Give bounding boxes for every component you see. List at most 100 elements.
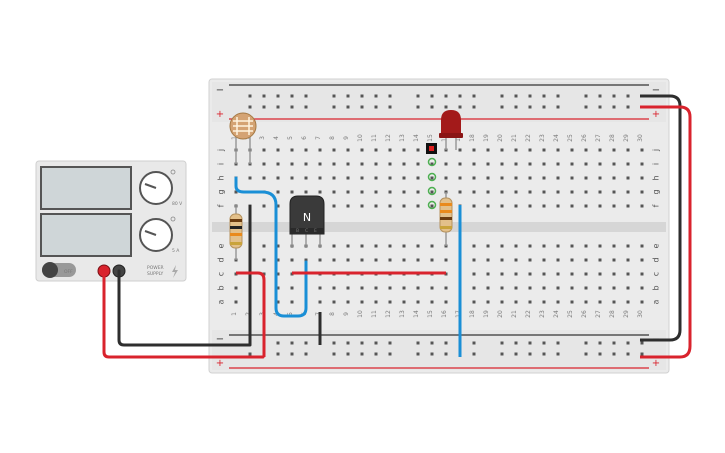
breadboard-hole[interactable] <box>640 176 644 180</box>
breadboard-hole[interactable] <box>556 272 560 276</box>
breadboard-hole[interactable] <box>346 148 350 152</box>
breadboard-hole[interactable] <box>332 190 336 194</box>
breadboard-hole[interactable] <box>542 94 546 98</box>
breadboard-hole[interactable] <box>612 300 616 304</box>
wire-rail-power-bridge[interactable] <box>640 105 692 359</box>
breadboard-hole[interactable] <box>360 352 364 356</box>
breadboard-hole[interactable] <box>556 286 560 290</box>
breadboard-hole[interactable] <box>626 176 630 180</box>
breadboard-hole[interactable] <box>402 300 406 304</box>
wire-ldr-to-base[interactable] <box>234 176 308 318</box>
breadboard-hole[interactable] <box>374 341 378 345</box>
breadboard-hole[interactable] <box>304 176 308 180</box>
breadboard-hole[interactable] <box>486 148 490 152</box>
breadboard-hole[interactable] <box>556 105 560 109</box>
breadboard-hole[interactable] <box>640 190 644 194</box>
breadboard-hole[interactable] <box>318 190 322 194</box>
breadboard-hole[interactable] <box>612 176 616 180</box>
breadboard-hole[interactable] <box>542 204 546 208</box>
breadboard-hole[interactable] <box>472 341 476 345</box>
breadboard-hole[interactable] <box>276 300 280 304</box>
breadboard-hole[interactable] <box>332 352 336 356</box>
breadboard-hole[interactable] <box>626 190 630 194</box>
breadboard-hole[interactable] <box>416 190 420 194</box>
breadboard-hole[interactable] <box>346 190 350 194</box>
breadboard-hole[interactable] <box>276 176 280 180</box>
breadboard-hole[interactable] <box>598 300 602 304</box>
breadboard-hole[interactable] <box>626 341 630 345</box>
breadboard-hole[interactable] <box>346 258 350 262</box>
breadboard-hole[interactable] <box>346 176 350 180</box>
breadboard-hole[interactable] <box>472 148 476 152</box>
breadboard-hole[interactable] <box>388 286 392 290</box>
breadboard-hole[interactable] <box>584 258 588 262</box>
breadboard-hole[interactable] <box>472 204 476 208</box>
breadboard-hole[interactable] <box>332 204 336 208</box>
breadboard-hole[interactable] <box>318 258 322 262</box>
breadboard-hole[interactable] <box>528 148 532 152</box>
breadboard-hole[interactable] <box>500 204 504 208</box>
resistor-1[interactable] <box>229 205 243 260</box>
breadboard-hole[interactable] <box>276 341 280 345</box>
breadboard-hole[interactable] <box>542 258 546 262</box>
breadboard-hole[interactable] <box>304 258 308 262</box>
breadboard-hole[interactable] <box>444 258 448 262</box>
breadboard-hole[interactable] <box>388 204 392 208</box>
breadboard-hole[interactable] <box>318 300 322 304</box>
breadboard-hole[interactable] <box>416 162 420 166</box>
breadboard-hole[interactable] <box>486 162 490 166</box>
breadboard-hole[interactable] <box>486 258 490 262</box>
breadboard-hole[interactable] <box>584 286 588 290</box>
breadboard-hole[interactable] <box>360 176 364 180</box>
breadboard-hole[interactable] <box>486 190 490 194</box>
breadboard-hole[interactable] <box>276 162 280 166</box>
breadboard-hole[interactable] <box>626 258 630 262</box>
breadboard-hole[interactable] <box>598 94 602 98</box>
breadboard-hole[interactable] <box>612 258 616 262</box>
breadboard-hole[interactable] <box>472 176 476 180</box>
breadboard-hole[interactable] <box>570 190 574 194</box>
breadboard-hole[interactable] <box>598 286 602 290</box>
breadboard-hole[interactable] <box>556 176 560 180</box>
breadboard-hole[interactable] <box>528 300 532 304</box>
breadboard-hole[interactable] <box>458 105 462 109</box>
breadboard-hole[interactable] <box>416 341 420 345</box>
breadboard-hole[interactable] <box>500 190 504 194</box>
breadboard-hole[interactable] <box>556 162 560 166</box>
breadboard-hole[interactable] <box>584 204 588 208</box>
breadboard-hole[interactable] <box>402 244 406 248</box>
breadboard-hole[interactable] <box>444 341 448 345</box>
breadboard-hole[interactable] <box>276 272 280 276</box>
breadboard-hole[interactable] <box>430 105 434 109</box>
breadboard-hole[interactable] <box>626 204 630 208</box>
breadboard-hole[interactable] <box>430 176 434 180</box>
breadboard-hole[interactable] <box>514 162 518 166</box>
breadboard-hole[interactable] <box>374 286 378 290</box>
breadboard-hole[interactable] <box>556 94 560 98</box>
breadboard-hole[interactable] <box>416 94 420 98</box>
breadboard-hole[interactable] <box>290 258 294 262</box>
breadboard-hole[interactable] <box>416 244 420 248</box>
breadboard-hole[interactable] <box>444 352 448 356</box>
breadboard-hole[interactable] <box>346 204 350 208</box>
breadboard-hole[interactable] <box>346 352 350 356</box>
breadboard-hole[interactable] <box>318 148 322 152</box>
breadboard-hole[interactable] <box>388 258 392 262</box>
breadboard-hole[interactable] <box>430 190 434 194</box>
breadboard-hole[interactable] <box>472 244 476 248</box>
breadboard-hole[interactable] <box>640 204 644 208</box>
breadboard-hole[interactable] <box>570 148 574 152</box>
breadboard-hole[interactable] <box>528 105 532 109</box>
breadboard-hole[interactable] <box>500 258 504 262</box>
breadboard-hole[interactable] <box>262 105 266 109</box>
breadboard-hole[interactable] <box>514 148 518 152</box>
breadboard-hole[interactable] <box>360 258 364 262</box>
breadboard-hole[interactable] <box>318 162 322 166</box>
breadboard-hole[interactable] <box>472 300 476 304</box>
breadboard[interactable]: 1122334455667788991010111112121313141415… <box>208 78 670 374</box>
breadboard-hole[interactable] <box>458 176 462 180</box>
breadboard-hole[interactable] <box>444 176 448 180</box>
breadboard-hole[interactable] <box>444 162 448 166</box>
breadboard-hole[interactable] <box>416 352 420 356</box>
breadboard-hole[interactable] <box>416 258 420 262</box>
